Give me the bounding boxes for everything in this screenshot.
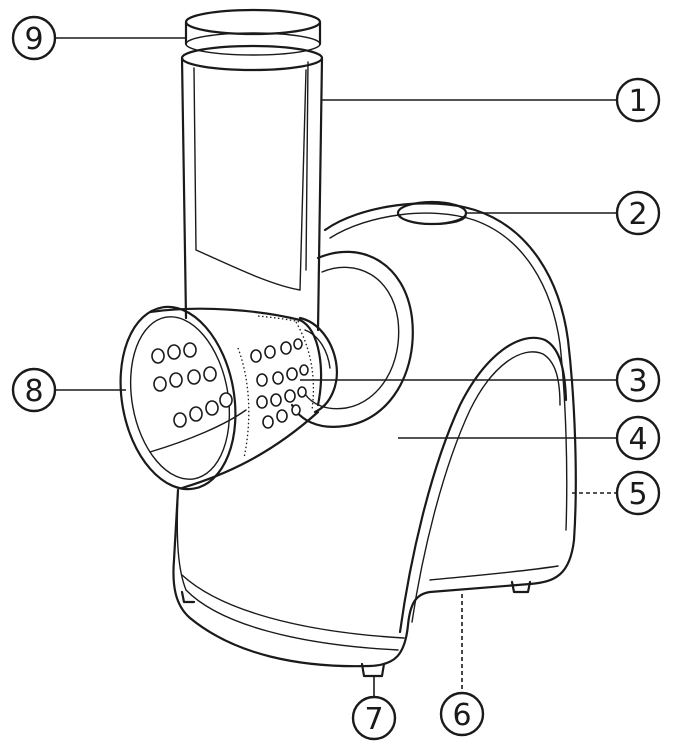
body-base-line [181,574,405,639]
callout-2-label: 2 [628,197,647,232]
leader-lines [56,37,616,696]
callout-9-label: 9 [24,22,43,57]
foot-left [180,590,196,604]
callout-2: 2 [615,190,661,236]
callout-4: 4 [615,415,661,461]
callout-9: 9 [11,15,57,61]
cone-top-edge [148,307,323,407]
callout-3: 3 [615,357,661,403]
callout-6: 6 [439,691,485,737]
callout-8-label: 8 [24,374,43,409]
body-arch-outer [398,336,568,634]
food-chute [180,44,324,332]
callout-4-label: 4 [628,422,647,457]
callout-7: 7 [351,695,397,741]
callout-1: 1 [615,77,661,123]
callout-5-label: 5 [628,477,647,512]
body-front-face [176,494,399,651]
outlet-ring [290,250,414,428]
cone-neck [298,316,338,414]
callout-7-label: 7 [364,702,383,737]
callout-8: 8 [11,367,57,413]
cone-bottom-edge [180,410,320,490]
chute-body [180,56,324,332]
body-outline [172,202,577,668]
body-arch-inner [411,351,561,623]
cone-opening [119,305,247,491]
pusher [184,8,322,56]
callout-3-label: 3 [628,364,647,399]
grating-cone [148,307,323,490]
body-base-rear [429,565,559,581]
body-inner-top [329,212,568,531]
foot-rear [510,580,532,594]
callout-1-label: 1 [628,84,647,119]
foot-front [360,662,386,678]
callout-6-label: 6 [452,698,471,733]
motor-body [172,202,577,678]
callout-5: 5 [615,470,661,516]
